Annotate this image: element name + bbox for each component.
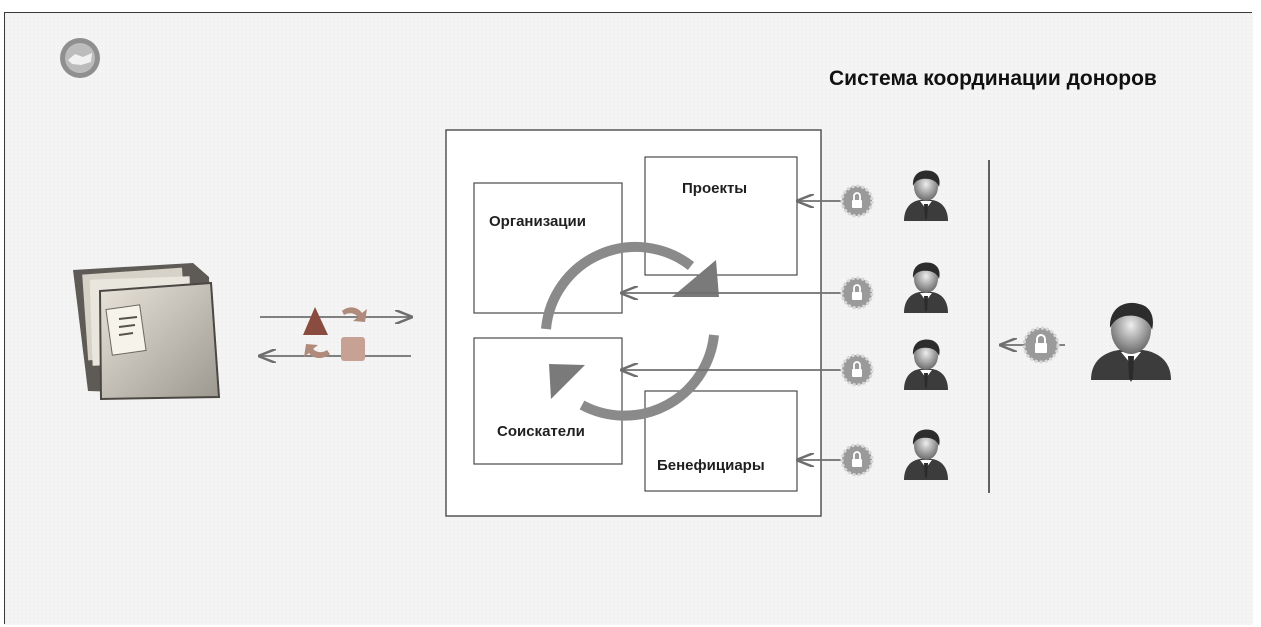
lock-badge-icon [1022, 326, 1060, 364]
lock-badge-icon [840, 443, 874, 477]
user-icon [904, 429, 948, 480]
cycle-arrows [541, 241, 719, 421]
lock-badge-icon [840, 184, 874, 218]
beneficiaries-label: Бенефициары [657, 457, 765, 474]
page-title: Система координации доноров [829, 67, 1157, 90]
admin-user-icon [1091, 302, 1171, 382]
handshake-logo-icon [60, 38, 100, 78]
user-links [622, 201, 843, 460]
diagram-canvas [5, 13, 1253, 625]
lock-badge-icon [840, 276, 874, 310]
diagram-slide: Система координации доноров Организации … [4, 12, 1253, 625]
user-icon [904, 339, 948, 390]
organizations-box [473, 182, 623, 314]
document-folder-icon [73, 263, 221, 401]
user-icon [904, 262, 948, 313]
shapes-exchange-icon [260, 307, 411, 361]
applicants-box [473, 337, 623, 465]
user-icon [904, 170, 948, 221]
projects-label: Проекты [682, 180, 748, 197]
applicants-label: Соискатели [497, 423, 585, 440]
organizations-label: Организации [489, 213, 586, 230]
lock-badge-icon [840, 353, 874, 387]
